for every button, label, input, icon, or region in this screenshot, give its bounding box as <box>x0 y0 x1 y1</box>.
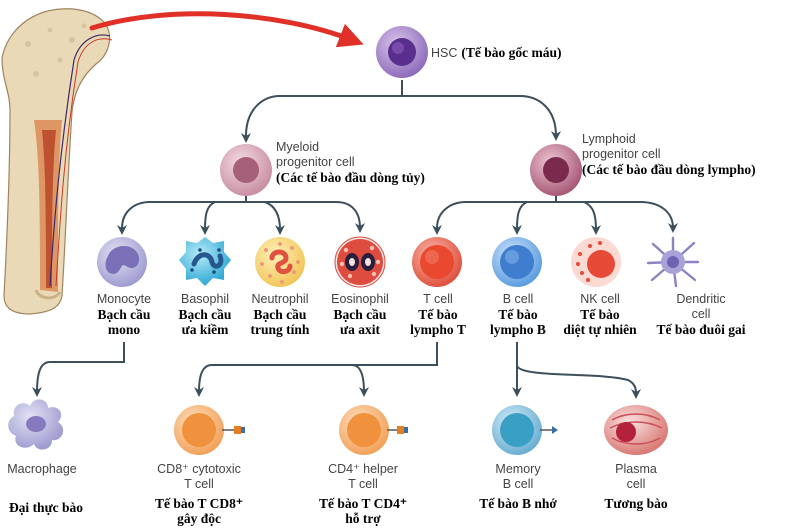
basophil-label-en: Basophil <box>181 292 229 306</box>
b-cell-label: B cell Tế bào lympho B <box>480 292 556 337</box>
plasma-label-en-1: Plasma <box>615 462 657 476</box>
myeloid-label-vi: (Các tế bào đầu dòng tủy) <box>276 170 425 185</box>
nk-cell-label-vi-2: diệt tự nhiên <box>563 322 637 337</box>
t-cell <box>412 237 462 287</box>
b-cell-label-vi-2: lympho B <box>490 322 546 337</box>
neutrophil-label-vi-2: trung tính <box>250 322 310 337</box>
nk-cell-label: NK cell Tế bào diệt tự nhiên <box>552 292 648 337</box>
memory-b-cell <box>492 405 558 455</box>
lymphoid-progenitor-cell <box>530 144 582 196</box>
t-cell-label-vi-2: lympho T <box>410 322 466 337</box>
plasma-label-en-2: cell <box>626 477 646 491</box>
cd8-label: CD8⁺ cytotoxic T cell Tế bào T CD8⁺ gây … <box>140 462 258 526</box>
origin-arrow <box>89 11 364 48</box>
b-cell-label-vi-1: Tế bào <box>498 307 538 322</box>
dendritic-label: Dendritic cell Tế bào đuôi gai <box>645 292 757 337</box>
eosinophil-label-vi-1: Bạch cầu <box>333 307 387 322</box>
macrophage-label-en: Macrophage <box>7 462 77 476</box>
lymphoid-label-en-1: Lymphoid <box>582 132 636 146</box>
monocyte-label-vi-2: mono <box>107 322 141 337</box>
cd4-label-en-1: CD4⁺ helper <box>328 462 398 476</box>
neutrophil-cell <box>255 237 305 287</box>
memory-b-label: Memory B cell Tế bào B nhớ <box>470 462 566 511</box>
eosinophil-cell <box>334 236 386 288</box>
t-cell-label-vi-1: Tế bào <box>418 307 458 322</box>
b-cell-label-en: B cell <box>502 292 534 306</box>
b-cell <box>492 237 542 287</box>
cd4-label-vi-1: Tế bào T CD4⁺ <box>318 496 408 511</box>
macrophage-label-en-wrap: Macrophage <box>0 462 84 477</box>
t-cell-label-en: T cell <box>423 292 453 306</box>
hsc-cell <box>376 26 428 78</box>
monocyte-cell <box>97 237 147 287</box>
hsc-label: HSC (Tế bào gốc máu) <box>431 45 562 61</box>
cd8-label-vi-2: gây độc <box>177 511 221 526</box>
monocyte-label-en: Monocyte <box>96 292 152 306</box>
cd4-label-vi-2: hỗ trợ <box>345 511 381 526</box>
macrophage-label-vi-wrap: Đại thực bào <box>0 500 92 515</box>
eosinophil-label-en: Eosinophil <box>331 292 389 306</box>
dendritic-cell <box>646 236 700 288</box>
plasma-cell <box>604 405 668 455</box>
myeloid-progenitor-cell <box>220 144 272 196</box>
cd8-label-en-1: CD8⁺ cytotoxic <box>157 462 241 476</box>
memory-b-label-vi: Tế bào B nhớ <box>479 496 557 511</box>
plasma-label-vi: Tương bào <box>604 496 668 511</box>
memory-b-label-en-2: B cell <box>502 477 534 491</box>
macrophage-label-vi: Đại thực bào <box>8 500 84 515</box>
neutrophil-label-vi-1: Bạch cầu <box>253 307 307 322</box>
dendritic-label-vi: Tế bào đuôi gai <box>656 322 746 337</box>
bone-illustration <box>1 8 113 315</box>
lymphoid-label-en-2: progenitor cell <box>582 147 661 161</box>
basophil-cell <box>179 237 231 286</box>
monocyte-label: Monocyte Bạch cầu mono <box>74 292 174 337</box>
cd8-label-vi-1: Tế bào T CD8⁺ <box>154 496 244 511</box>
neutrophil-label: Neutrophil Bạch cầu trung tính <box>238 292 322 337</box>
myeloid-label-en-2: progenitor cell <box>276 155 355 169</box>
myeloid-label: Myeloid progenitor cell (Các tế bào đầu … <box>276 140 425 185</box>
eosinophil-label-vi-2: ưa axit <box>340 322 380 337</box>
dendritic-label-en-1: Dendritic <box>676 292 726 306</box>
plasma-label: Plasma cell Tương bào <box>596 462 676 511</box>
neutrophil-label-en: Neutrophil <box>251 292 309 306</box>
cd4-label: CD4⁺ helper T cell Tế bào T CD4⁺ hỗ trợ <box>304 462 422 526</box>
memory-b-label-en-1: Memory <box>495 462 541 476</box>
t-cell-label: T cell Tế bào lympho T <box>400 292 476 337</box>
dendritic-label-en-2: cell <box>691 307 711 321</box>
cd8-label-en-2: T cell <box>184 477 214 491</box>
cd4-label-en-2: T cell <box>348 477 378 491</box>
lymphoid-label: Lymphoid progenitor cell (Các tế bào đầu… <box>582 132 756 177</box>
macrophage-cell <box>8 399 64 450</box>
nk-cell-label-vi-1: Tế bào <box>580 307 620 322</box>
connectors <box>32 80 678 399</box>
eosinophil-label: Eosinophil Bạch cầu ưa axit <box>320 292 400 337</box>
cd4-t-cell <box>339 405 408 455</box>
basophil-label-vi-2: ưa kiềm <box>181 322 229 337</box>
lymphoid-label-vi: (Các tế bào đầu dòng lympho) <box>582 162 756 177</box>
nk-cell-label-en: NK cell <box>580 292 620 306</box>
cd8-t-cell <box>174 405 245 455</box>
basophil-label-vi-1: Bạch cầu <box>178 307 232 322</box>
myeloid-label-en-1: Myeloid <box>276 140 320 154</box>
hsc-label-en: HSC <box>431 46 458 60</box>
monocyte-label-vi-1: Bạch cầu <box>97 307 151 322</box>
basophil-label: Basophil Bạch cầu ưa kiềm <box>162 292 248 337</box>
nk-cell <box>571 237 621 287</box>
hsc-label-vi: (Tế bào gốc máu) <box>461 45 562 60</box>
